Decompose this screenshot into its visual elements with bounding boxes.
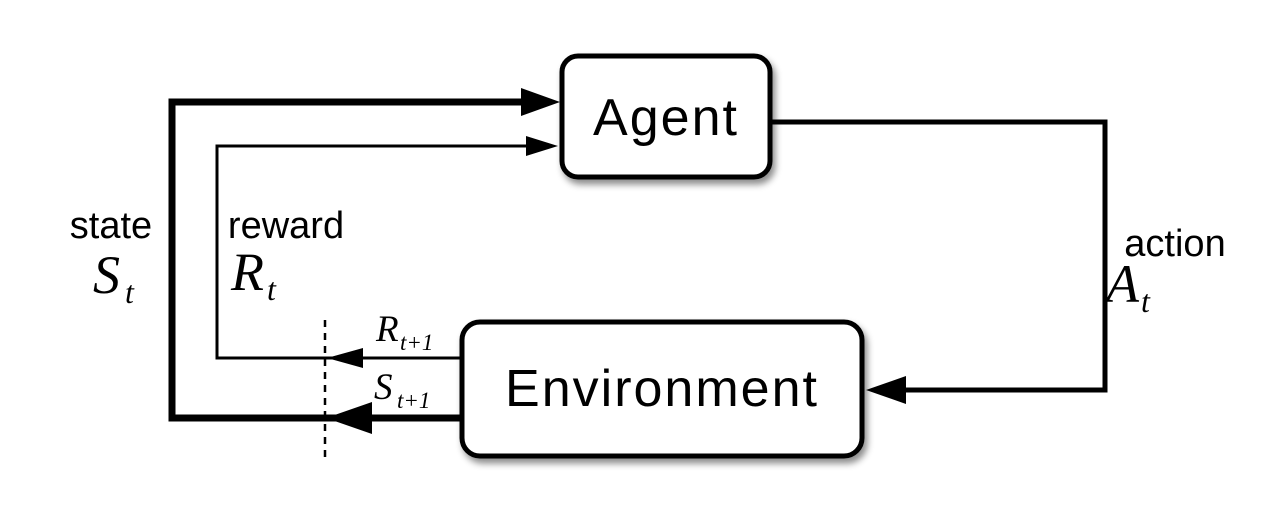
state-symbol: S	[93, 245, 120, 305]
next-state-boundary-arrowhead-icon	[326, 402, 372, 434]
agent-box	[559, 53, 773, 180]
action-edge	[770, 119, 1108, 393]
next-state-symbol: S	[374, 367, 393, 408]
reward-label-group: reward R t	[228, 205, 344, 307]
reward-word-label: reward	[228, 205, 344, 247]
action-word-label: action	[1124, 223, 1225, 265]
next-reward-subscript: t+1	[400, 330, 433, 355]
agent-label: Agent	[593, 89, 739, 147]
action-symbol: A	[1103, 254, 1140, 314]
next-reward-symbol: R	[375, 309, 399, 350]
reward-symbol-subscript: t	[267, 271, 277, 307]
environment-node: Environment	[459, 319, 865, 459]
next-state-subscript: t+1	[397, 388, 430, 413]
action-symbol-subscript: t	[1141, 283, 1151, 319]
next-reward-boundary-arrowhead-icon	[327, 348, 363, 368]
state-word-label: state	[70, 205, 152, 247]
action-into-environment-arrowhead-icon	[866, 376, 906, 404]
next-reward-label-group: R t+1	[375, 309, 433, 355]
next-state-label-group: S t+1	[374, 367, 430, 413]
state-into-agent-arrowhead-icon	[521, 88, 560, 116]
environment-label: Environment	[505, 360, 819, 418]
action-label-group: action A t	[1103, 223, 1226, 319]
state-symbol-subscript: t	[125, 274, 135, 310]
environment-box	[459, 319, 865, 459]
state-label-group: state S t	[70, 205, 152, 310]
reward-symbol: R	[230, 242, 264, 302]
agent-node: Agent	[559, 53, 773, 180]
state-feedback-edge	[168, 98, 526, 422]
reward-into-agent-arrowhead-icon	[526, 136, 558, 156]
